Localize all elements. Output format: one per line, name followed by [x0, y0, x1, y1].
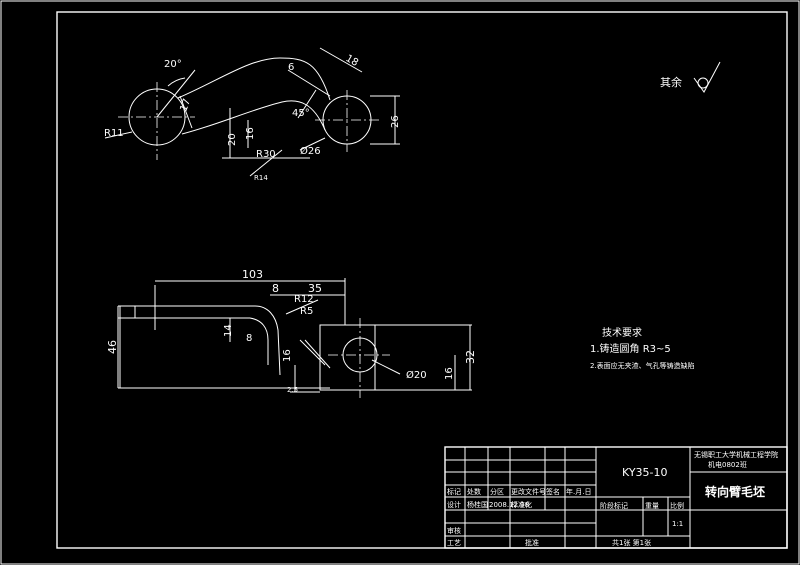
angle-leader: [156, 69, 196, 118]
dim-r12-label: R12: [294, 294, 314, 305]
tb-ratio: 比例: [670, 501, 684, 510]
dim-35-label: 35: [308, 282, 322, 295]
tb-stage-mark: 阶段标记: [600, 501, 628, 510]
boss-block: [319, 324, 376, 391]
tech-req-title: 技术要求: [602, 326, 642, 339]
tech-req-2: 2.表面应无夹渣、气孔等铸造缺陷: [590, 361, 695, 370]
tb-mark: 标记: [447, 487, 461, 496]
tb-scale: 1:1: [672, 520, 683, 528]
arm-top-edge: [118, 305, 281, 376]
dim-17-line: [179, 95, 193, 129]
angle-arc: [167, 77, 186, 87]
front-view: 103 35 8 R12 R5 14 8 46 16 2.5 Ø20 16 32: [106, 268, 477, 398]
dim-26-label: 26: [390, 115, 401, 128]
drawing-frame: [56, 11, 788, 549]
roughness-circle: [697, 77, 709, 89]
dim-dia26-label: Ø26: [300, 145, 321, 157]
tech-req-1: 1.铸造圆角 R3~5: [590, 342, 671, 355]
dim-17-label: 17: [178, 97, 193, 113]
dim-14-label: 14: [223, 324, 234, 337]
tb-zone: 分区: [490, 487, 504, 496]
tb-school: 无锡职工大学机械工程学院: [694, 450, 778, 459]
tb-approve: 批准: [525, 538, 539, 547]
dim-6-line: [287, 69, 331, 97]
tb-date: 年.月.日: [566, 487, 591, 496]
dim-dia20-label: Ø20: [406, 369, 427, 381]
tb-design-date: 2008.12.08: [489, 501, 529, 509]
r11-leader: [104, 131, 133, 139]
dia20-leader: [371, 359, 401, 375]
top-view: 20° 17 R11 6 18 45° 20 16 R30 Ø26 26 R14: [104, 47, 401, 182]
surface-finish: 其余: [660, 61, 721, 93]
tb-review: 审核: [447, 526, 461, 535]
dim-18-line: [319, 47, 363, 73]
arm-upper-edge: [177, 57, 331, 101]
tb-designer: 设计: [447, 500, 461, 509]
part-name: 转向臂毛坯: [705, 484, 765, 499]
technical-requirements: 技术要求 1.铸造圆角 R3~5 2.表面应无夹渣、气孔等铸造缺陷: [590, 326, 695, 370]
title-block: 标记 处数 分区 更改文件号 签名 年.月.日 设计 杨桂国 2008.12.0…: [444, 446, 788, 549]
tb-weight: 重量: [645, 502, 659, 510]
hatch-1: [299, 339, 326, 366]
dim-32-label: 32: [464, 350, 477, 364]
dim-45-label: 45°: [292, 108, 310, 119]
dim-angle-label: 20°: [164, 59, 182, 70]
dim-8b-label: 8: [246, 333, 252, 344]
dim-6-label: 6: [288, 62, 294, 73]
dim-r14-label: R14: [254, 174, 268, 182]
dim-45-line: [297, 89, 317, 119]
r5-leader: [285, 299, 319, 315]
tb-class: 机电0802班: [708, 460, 747, 469]
roughness-symbol: [693, 61, 721, 93]
tb-designer-name: 杨桂国: [467, 500, 488, 509]
dim-2-5-label: 2.5: [287, 386, 298, 394]
dim-8a-label: 8: [272, 282, 279, 295]
arm-end-step: [117, 306, 136, 319]
dim-46-label: 46: [106, 340, 119, 354]
drawing-number: KY35-10: [622, 466, 668, 479]
dim-16-label: 16: [282, 349, 293, 362]
dim-r30-label: R30: [256, 149, 276, 160]
dim-20-label: 20: [227, 133, 238, 146]
tb-count: 处数: [467, 487, 481, 496]
dim-16r-label: 16: [444, 367, 455, 380]
dia26-leader: [299, 137, 326, 151]
arm-bottom-edge: [135, 317, 269, 365]
r14-leader: [249, 149, 283, 177]
tb-sheet-info: 共1张 第1张: [612, 538, 651, 547]
dim-r5-label: R5: [300, 306, 313, 317]
dim-16-label: 16: [245, 127, 256, 140]
tb-standardization: 标准化: [511, 500, 532, 509]
tb-change-doc: 更改文件号: [511, 487, 546, 496]
surface-note: 其余: [660, 75, 682, 89]
dim-18-label: 18: [344, 53, 361, 69]
tb-process: 工艺: [447, 539, 461, 547]
dim-103-label: 103: [242, 268, 263, 281]
hatch-2: [304, 339, 331, 369]
tb-sign: 签名: [546, 487, 560, 496]
arm-lower-edge: [181, 100, 326, 135]
dim-r11-label: R11: [104, 128, 124, 139]
